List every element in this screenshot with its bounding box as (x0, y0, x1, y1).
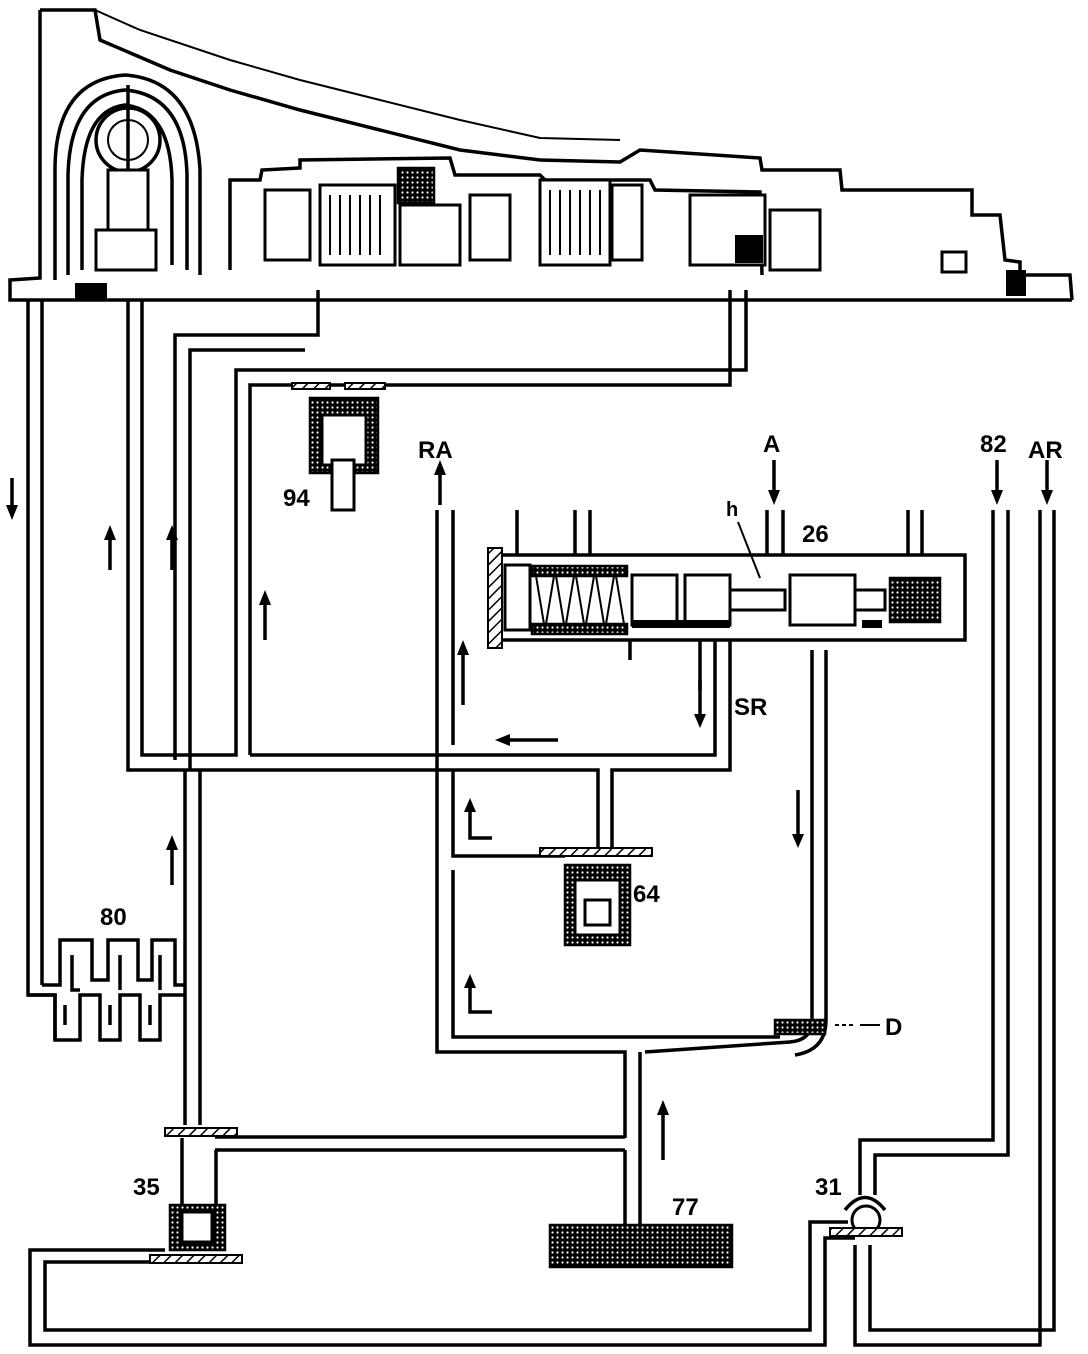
arrow-up-riser (457, 640, 469, 705)
arrow-up-4 (166, 835, 178, 885)
valve-64 (539, 847, 653, 947)
leader-h (737, 521, 761, 579)
arrow-up-77 (657, 1100, 669, 1160)
arrow-down-82 (991, 460, 1003, 505)
label-82: 82 (980, 431, 1007, 458)
arrow-up-2 (166, 525, 178, 570)
arrow-up-1 (104, 525, 116, 570)
arrow-left-sr (495, 734, 558, 746)
label-80: 80 (100, 904, 127, 931)
filter-77 (548, 1223, 734, 1269)
valve-spring (503, 563, 629, 636)
label-31: 31 (815, 1174, 842, 1201)
labels: RA A 82 AR 94 h 26 SR 80 64 D 35 77 31 (100, 431, 1063, 1221)
transmission-housing (8, 8, 1074, 302)
check-valve-31 (829, 1195, 903, 1237)
arrow-up-ra (434, 460, 446, 505)
arrow-corner-2 (464, 974, 492, 1014)
label-94: 94 (283, 485, 310, 512)
label-a: A (763, 431, 780, 458)
valve-35 (149, 1127, 243, 1264)
arrow-down-a (768, 460, 780, 505)
arrow-down-sr (694, 680, 706, 728)
arrow-down-ar (1041, 460, 1053, 505)
arrow-corner-1 (464, 798, 492, 840)
clutch-plates-1 (329, 195, 381, 255)
orifice-d (773, 1018, 855, 1036)
valve-body-26 (487, 547, 967, 649)
clutch-plates-2 (549, 190, 601, 255)
label-d: D (885, 1014, 902, 1041)
clutch-packs (228, 156, 1026, 296)
arrow-up-3 (259, 590, 271, 640)
label-ra: RA (418, 437, 453, 464)
torque-converter (53, 73, 202, 299)
label-ar: AR (1028, 437, 1063, 464)
label-35: 35 (133, 1174, 160, 1201)
hydraulic-lines (26, 290, 1056, 1347)
flow-arrows (6, 460, 1053, 1160)
arrow-down-cooler (6, 478, 18, 520)
label-26: 26 (802, 521, 829, 548)
cooler-80 (28, 938, 185, 1042)
valve-spool (630, 573, 942, 628)
accumulator-94 (291, 382, 386, 512)
label-64: 64 (633, 881, 660, 908)
arrow-down-d-line (792, 790, 804, 848)
label-sr: SR (734, 694, 767, 721)
label-h: h (726, 499, 738, 521)
label-77: 77 (672, 1194, 699, 1221)
